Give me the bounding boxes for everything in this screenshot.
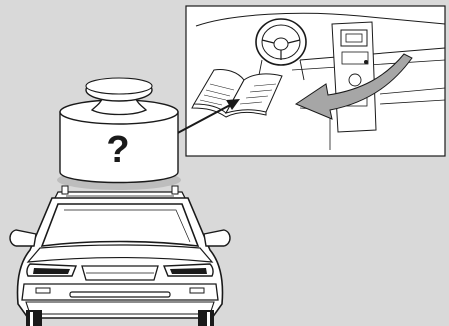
dashboard-inset (186, 6, 445, 156)
center-console (332, 22, 376, 132)
weight-question-mark: ? (106, 129, 129, 171)
tyre-left (26, 310, 42, 326)
bumper-slot (70, 292, 170, 297)
tyre-right (198, 310, 214, 326)
